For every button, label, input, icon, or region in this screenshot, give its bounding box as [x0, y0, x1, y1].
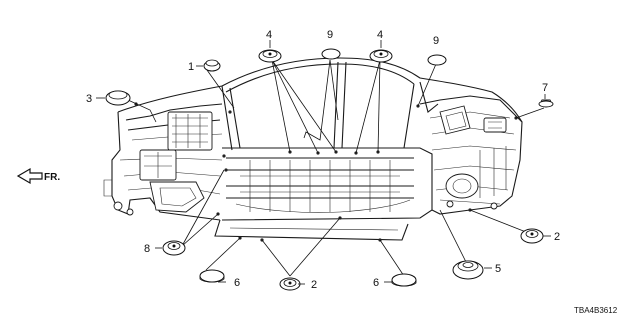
callout-8: 8: [144, 243, 150, 255]
callout-5: 5: [495, 263, 501, 275]
callout-4-right: 4: [377, 29, 383, 41]
diagram-code: TBA4B3612: [574, 306, 618, 315]
direction-label: FR.: [44, 172, 60, 183]
part-plug-7: [538, 99, 554, 108]
part-grommet-4-left: [258, 49, 282, 63]
callout-6-left: 6: [234, 277, 240, 289]
part-grommet-4-right: [369, 49, 393, 63]
part-plug-6-right: [391, 273, 417, 287]
callout-3: 3: [86, 93, 92, 105]
part-grommet-2-bottom: [279, 277, 301, 291]
car-body-frame: [103, 57, 523, 242]
callout-dashes: [96, 40, 551, 285]
part-plug-9-right: [427, 54, 447, 66]
part-grommet-2-right: [520, 228, 544, 244]
callout-4-left: 4: [266, 29, 272, 41]
callout-6-right: 6: [373, 277, 379, 289]
part-grommet-5: [452, 260, 484, 280]
part-plug-9-left: [321, 48, 341, 60]
fr-arrow-icon: [16, 167, 43, 185]
leader-lines: [127, 59, 545, 277]
callout-2-bottom: 2: [311, 279, 317, 291]
part-grommet-3: [105, 90, 131, 106]
callout-9-left: 9: [327, 29, 333, 41]
callout-9-right: 9: [433, 35, 439, 47]
callout-7: 7: [542, 82, 548, 94]
callout-2-right: 2: [554, 231, 560, 243]
part-grommet-8: [162, 240, 186, 256]
callout-1: 1: [188, 61, 194, 73]
part-plug-6-left: [199, 269, 225, 283]
part-plug-1: [203, 59, 221, 72]
